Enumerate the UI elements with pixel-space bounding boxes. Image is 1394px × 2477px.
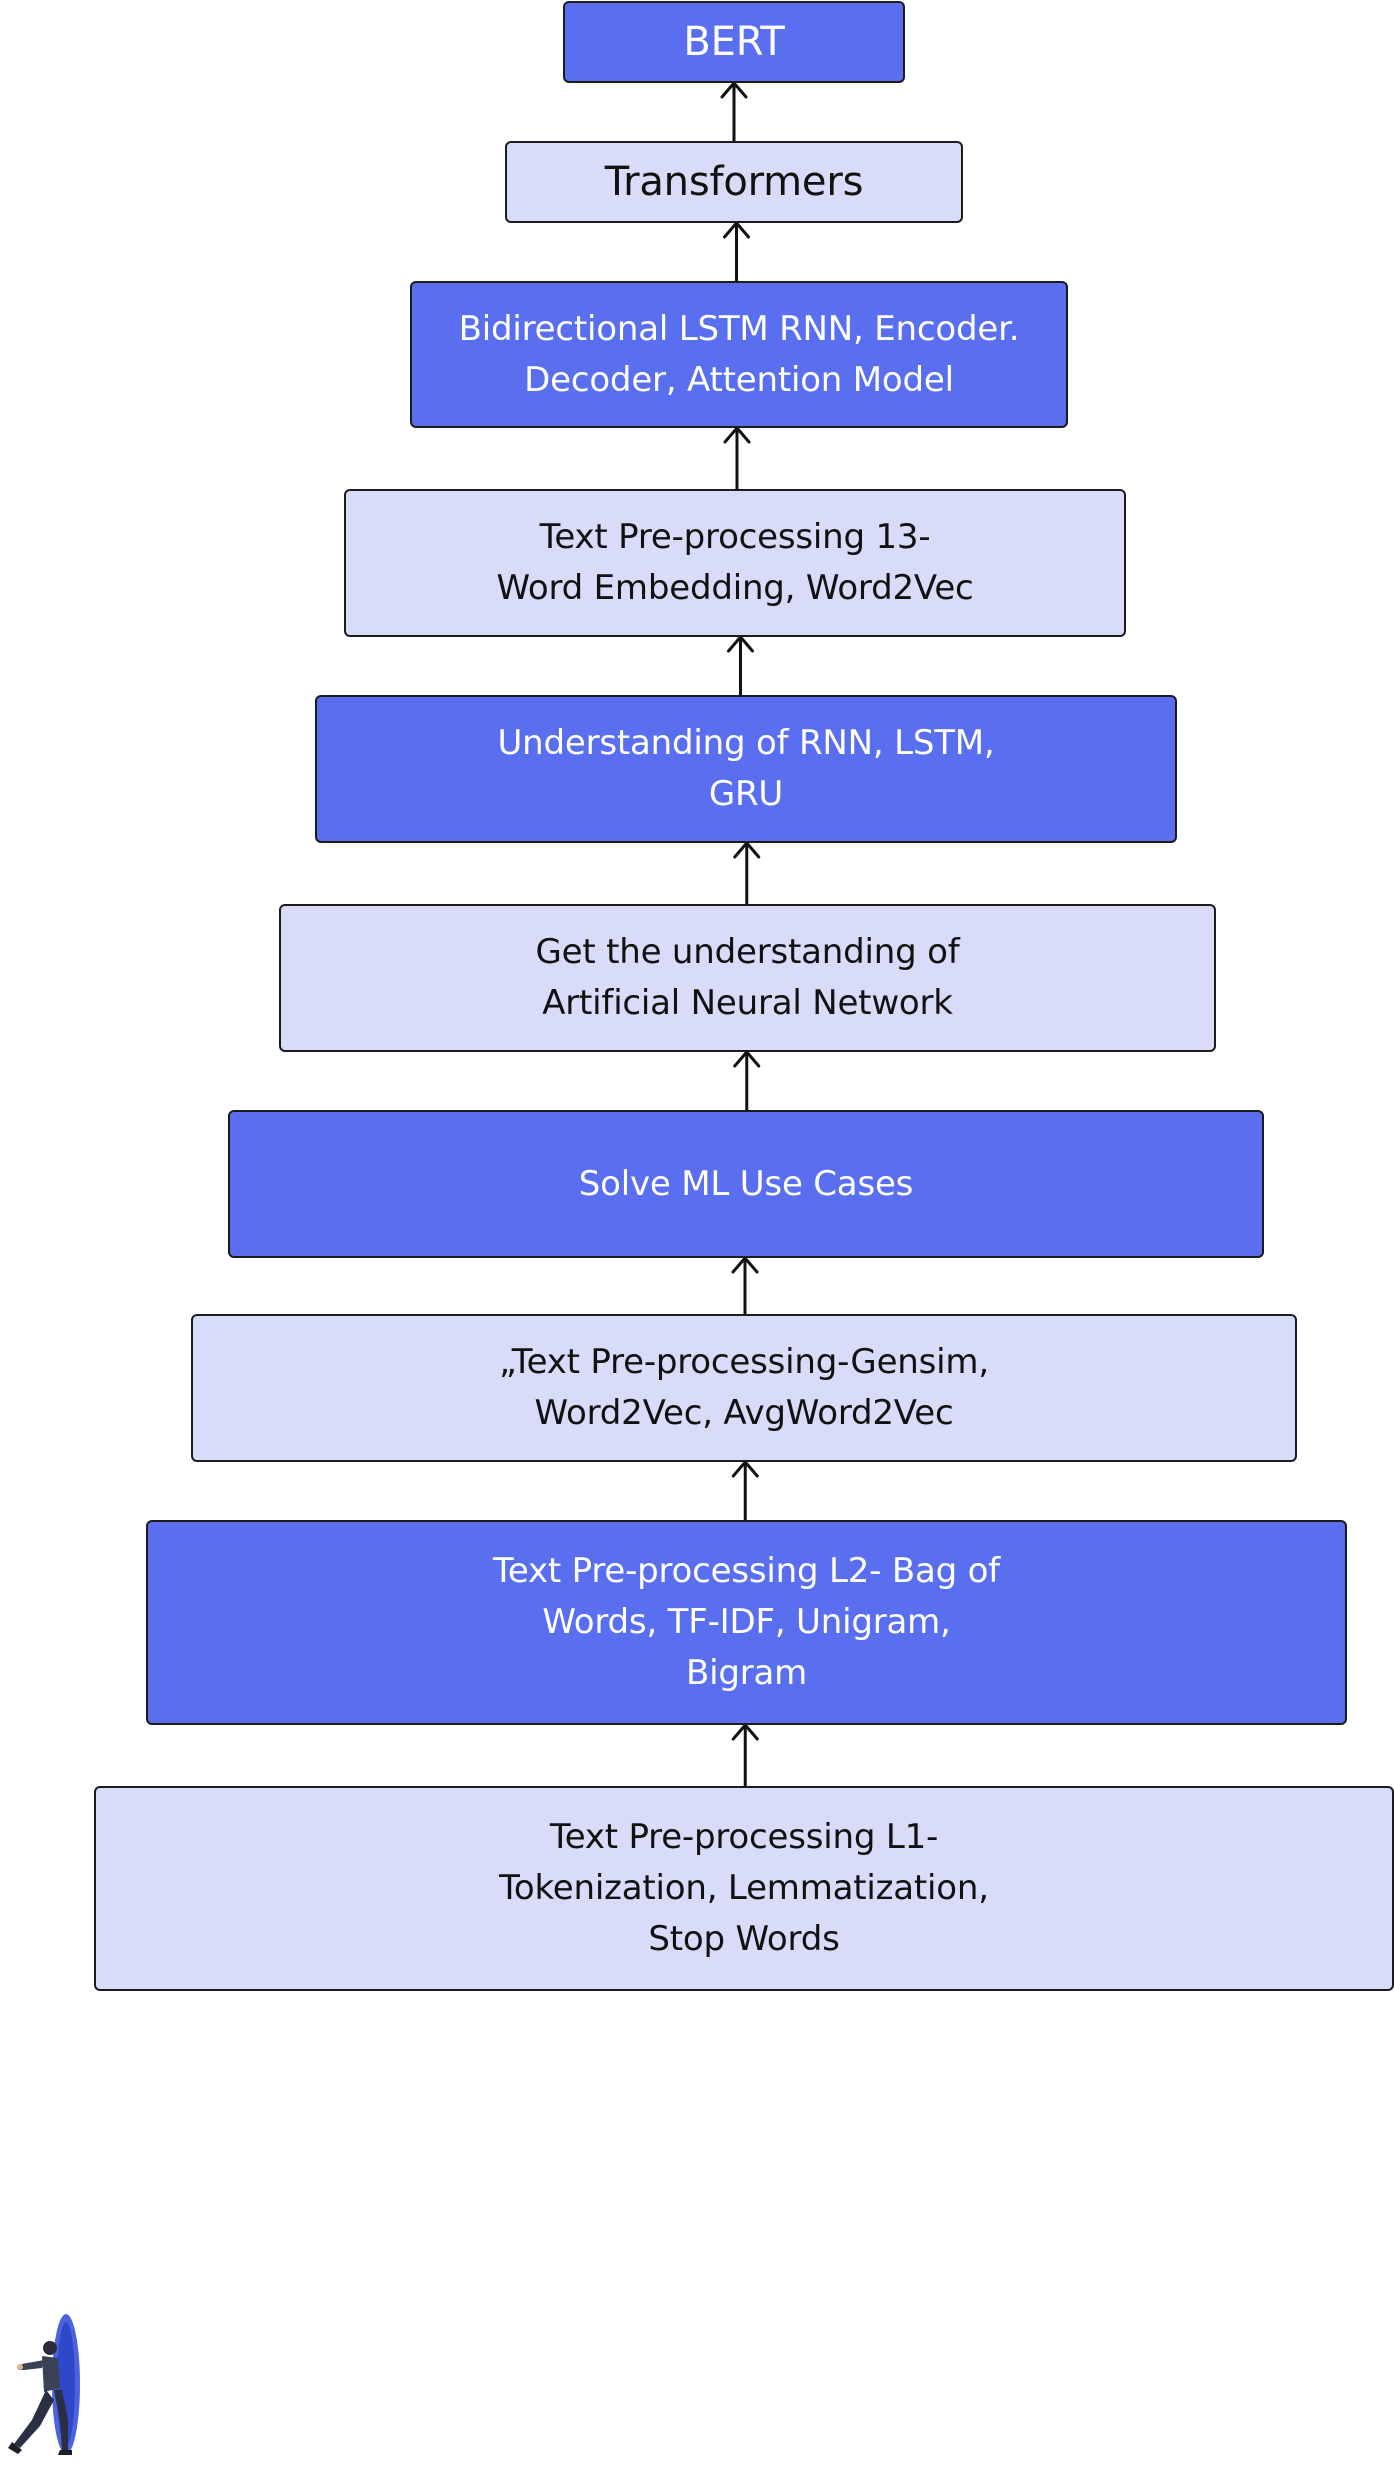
node-bag-of-words-line-1: Text Pre-processing L2- Bag of [493,1551,1000,1591]
node-tokenization-line-3: Stop Words [648,1919,840,1959]
node-tokenization: Text Pre-processing L1- Tokenization, Le… [94,1786,1394,1991]
arrowhead-tpl1-to-tpl2 [731,1723,759,1741]
arrowhead-tp13-to-bilstm [723,426,751,444]
node-bag-of-words-line-2: Words, TF-IDF, Unigram, [542,1602,951,1642]
node-transformers: Transformers [505,141,963,223]
arrowhead-gensim-to-ml [731,1256,759,1274]
arrowhead-rnn-to-tp13 [727,635,754,653]
node-gensim-line-2: Word2Vec, AvgWord2Vec [534,1393,954,1433]
node-gensim: „Text Pre-processing-Gensim, Word2Vec, A… [191,1314,1297,1462]
arrowhead-ml-to-ann [733,1050,761,1068]
arrowhead-transformers-to-bert [720,81,748,99]
node-bidirectional-lstm-line-2: Decoder, Attention Model [524,359,954,400]
node-ml-use-cases: Solve ML Use Cases [228,1110,1264,1258]
arrowhead-bilstm-to-transformers [723,221,750,239]
node-bidirectional-lstm-line-1: Bidirectional LSTM RNN, Encoder. [458,308,1020,349]
arrowhead-tpl2-to-gensim [731,1460,759,1478]
node-tokenization-line-2: Tokenization, Lemmatization, [499,1868,989,1908]
node-gensim-line-1: „Text Pre-processing-Gensim, [499,1342,989,1382]
node-bidirectional-lstm: Bidirectional LSTM RNN, Encoder. Decoder… [410,281,1068,428]
node-artificial-neural-network-line-1: Get the understanding of [535,932,960,972]
node-word-embedding: Text Pre-processing 13- Word Embedding, … [344,489,1126,637]
node-transformers-line-1: Transformers [604,158,864,205]
node-artificial-neural-network: Get the understanding of Artificial Neur… [279,904,1216,1052]
node-artificial-neural-network-line-2: Artificial Neural Network [542,983,953,1023]
node-rnn-lstm-gru-line-2: GRU [708,774,784,814]
person-portal-illustration-icon [8,2314,80,2455]
node-bert: BERT [563,1,905,83]
node-tokenization-line-1: Text Pre-processing L1- [549,1817,939,1857]
node-bert-line-1: BERT [683,18,785,65]
node-rnn-lstm-gru: Understanding of RNN, LSTM, GRU [315,695,1177,843]
node-bag-of-words: Text Pre-processing L2- Bag of Words, TF… [146,1520,1347,1725]
node-rnn-lstm-gru-line-1: Understanding of RNN, LSTM, [497,723,995,763]
node-word-embedding-line-1: Text Pre-processing 13- [539,517,931,557]
node-ml-use-cases-line-1: Solve ML Use Cases [578,1163,914,1204]
node-bag-of-words-line-3: Bigram [685,1653,808,1693]
node-word-embedding-line-2: Word Embedding, Word2Vec [496,568,974,608]
arrowhead-ann-to-rnn [733,841,761,859]
